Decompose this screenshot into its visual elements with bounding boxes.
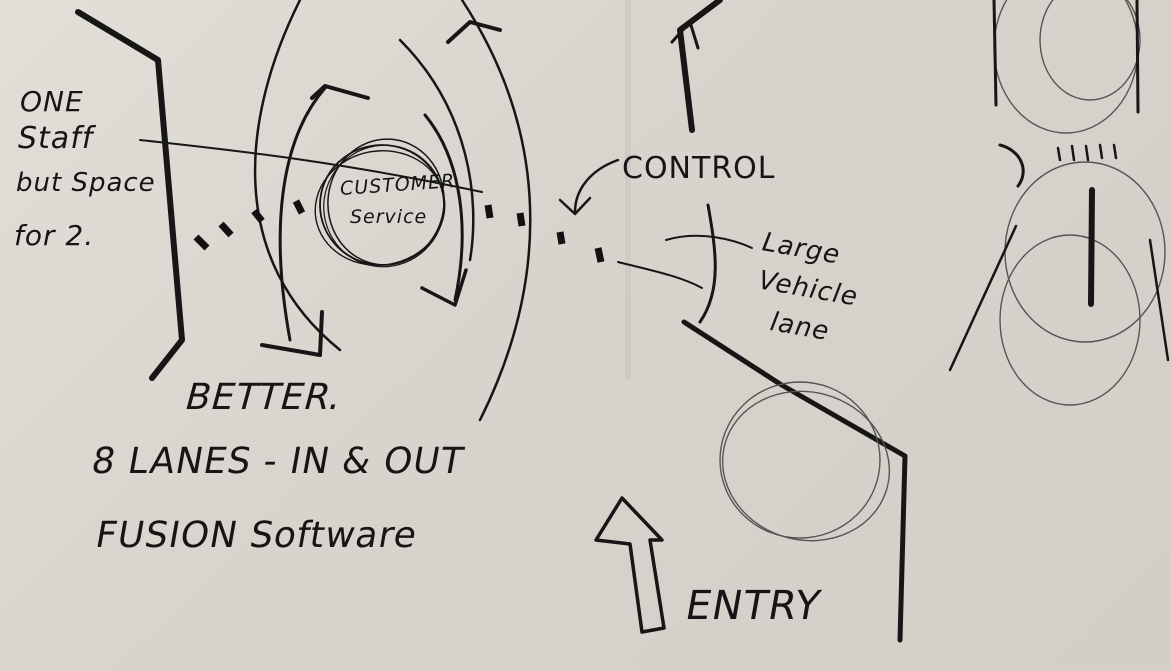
note-control: CONTROL — [622, 151, 776, 186]
right-lower-wall — [681, 319, 908, 643]
staff-leader-line — [139, 139, 483, 193]
note-customer-service-line2: Service — [350, 206, 428, 228]
vehicle-lane-leader — [617, 261, 703, 289]
arrow-down-head — [420, 268, 468, 307]
left-wall-line — [75, 9, 185, 381]
arrow-up-shaft — [278, 86, 327, 342]
note-lanes: 8 LANES - IN & OUT — [88, 441, 468, 482]
note-entry: ENTRY — [681, 583, 825, 629]
right-upper-wall — [677, 0, 723, 133]
pencil-circle-entry — [719, 381, 881, 539]
note-one-staff-line1: ONE — [20, 85, 84, 118]
note-one-staff-line3: but Space — [16, 168, 156, 198]
arrow-up-head — [310, 84, 370, 100]
entry-arrow — [594, 496, 666, 634]
vehicle-lane-pointer — [665, 234, 753, 249]
note-one-staff-line2: Staff — [18, 121, 94, 156]
arrow-down-left-head — [260, 310, 324, 357]
note-software: FUSION Software — [92, 515, 421, 556]
top-arrow-tip — [446, 20, 502, 44]
lane-curve-right — [460, 0, 532, 422]
lane-dash-marks — [193, 199, 605, 263]
lane-curve-left — [253, 0, 342, 352]
control-arrow-head — [558, 196, 592, 216]
lane-curve-inner — [398, 38, 475, 262]
control-arrow-shaft — [573, 158, 620, 214]
arrow-down-shaft — [423, 113, 464, 302]
right-upper-arrow — [670, 20, 700, 50]
side-sketch — [948, 0, 1170, 406]
note-one-staff-line4: for 2. — [14, 219, 95, 252]
note-better: BETTER. — [180, 377, 348, 418]
vehicle-lane-curb — [698, 203, 717, 324]
